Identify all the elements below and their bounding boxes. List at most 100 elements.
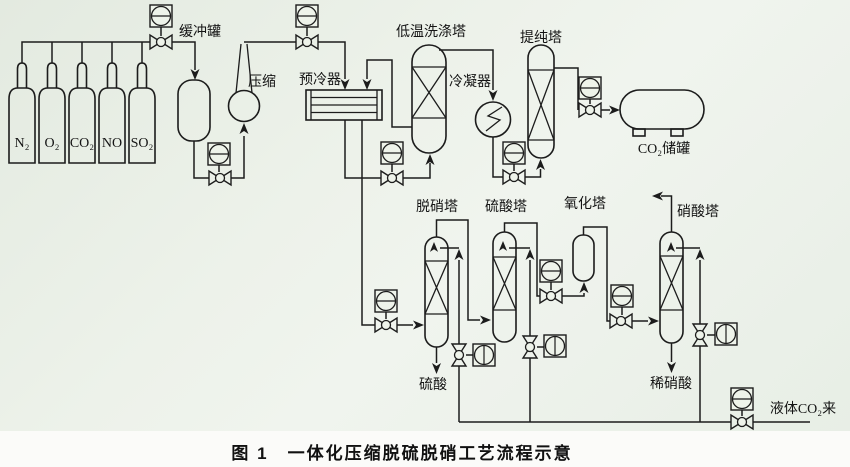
instrument-precooler-inlet bbox=[295, 4, 319, 28]
valve-co2-tank-feed bbox=[578, 102, 602, 118]
gas-cylinder-n2 bbox=[8, 62, 36, 164]
valve-manifold bbox=[149, 34, 173, 50]
pipe-purification-to-co2tank bbox=[554, 67, 610, 111]
valve-nitric-spray bbox=[692, 323, 708, 347]
pipe-condenser-to-purification bbox=[492, 137, 542, 178]
instrument-co2-tank-feed bbox=[578, 76, 602, 100]
oxidation-tower-label: 氧化塔 bbox=[564, 196, 606, 212]
pipe-washtower-return-to-precooler bbox=[366, 59, 412, 128]
arrow-into-denitration bbox=[413, 320, 424, 330]
arrow-into-oxidation bbox=[579, 282, 589, 293]
valve-denitration-feed bbox=[374, 317, 398, 333]
arrow-denitration-dome bbox=[429, 242, 439, 252]
arrow-nitric-spray-up bbox=[695, 249, 705, 260]
sulfuric-acid-tower-vessel bbox=[492, 231, 517, 343]
valve-washtower-feed bbox=[380, 170, 404, 186]
arrow-into-purification bbox=[536, 159, 545, 170]
arrow-into-precooler-2 bbox=[362, 79, 372, 90]
instrument-sulfuric-spray bbox=[543, 334, 567, 358]
arrow-into-compressor bbox=[239, 123, 249, 134]
valve-sulfuric-spray bbox=[522, 335, 538, 359]
buffer-tank-label: 缓冲罐 bbox=[179, 24, 221, 40]
sulfuric-acid-stream-label: 硫酸 bbox=[419, 377, 447, 393]
pipe-oxidation-to-nitric bbox=[582, 226, 648, 322]
figure-caption: 图 1 一体化压缩脱硫脱硝工艺流程示意 bbox=[231, 443, 572, 463]
purification-tower-vessel bbox=[527, 44, 555, 159]
pipe-cylinder-manifold bbox=[21, 41, 150, 63]
pipe-nitric-vent bbox=[661, 195, 673, 232]
sulfuric-tower-label: 硫酸塔 bbox=[485, 199, 527, 215]
valve-precooler-inlet bbox=[295, 34, 319, 50]
piping bbox=[21, 27, 810, 423]
washing-tower-vessel bbox=[411, 44, 447, 154]
gas-cylinder-o2 bbox=[38, 62, 66, 164]
cylinder-label-no: NO bbox=[102, 136, 122, 151]
vessels bbox=[8, 43, 705, 348]
instrument-manifold bbox=[149, 4, 173, 28]
precooler-label: 预冷器 bbox=[299, 72, 341, 88]
pipe-denitration-spray-circuit bbox=[440, 247, 473, 422]
valve-purification-feed bbox=[502, 169, 526, 185]
instrument-washtower-feed bbox=[380, 141, 404, 165]
instrument-purification-feed bbox=[502, 141, 526, 165]
valve-buffer-outlet bbox=[208, 170, 232, 186]
compressor-label: 压缩 bbox=[248, 74, 276, 90]
arrow-into-co2-tank bbox=[609, 105, 620, 115]
nitric-acid-tower-vessel bbox=[659, 231, 684, 344]
liquid-co2-inlet-label: 液体CO₂来 bbox=[770, 401, 836, 417]
cylinder-label-n2: N₂ bbox=[15, 136, 30, 151]
pipe-precooler-to-denitration bbox=[361, 120, 413, 326]
pipe-denitration-to-sulfuric bbox=[435, 219, 480, 321]
cylinder-label-co2: CO₂ bbox=[70, 136, 94, 151]
washing-tower-label: 低温洗涤塔 bbox=[396, 24, 466, 40]
cylinder-label-o2: O₂ bbox=[45, 136, 60, 151]
valves bbox=[149, 34, 754, 430]
instrument-denitration-spray bbox=[472, 343, 496, 367]
arrow-into-nitric bbox=[648, 316, 659, 326]
arrow-dilute-nitric-out bbox=[667, 362, 676, 373]
compressor-symbol bbox=[227, 43, 261, 123]
instrument-liquid-co2-inlet bbox=[730, 387, 754, 411]
valve-denitration-spray bbox=[451, 343, 467, 367]
valve-oxidation-feed bbox=[539, 288, 563, 304]
nitric-tower-label: 硝酸塔 bbox=[677, 204, 719, 220]
instrument-nitric-feed bbox=[610, 284, 634, 308]
caption-strip bbox=[0, 431, 850, 467]
gas-cylinder-so2 bbox=[128, 62, 156, 164]
arrow-sulfuric-dome bbox=[498, 241, 508, 251]
arrow-denitration-spray-up bbox=[454, 249, 464, 260]
pipe-sulfuric-to-oxidation bbox=[503, 222, 585, 297]
denitration-tower-vessel bbox=[424, 236, 449, 348]
arrow-into-buffer bbox=[190, 69, 200, 80]
arrow-into-condenser bbox=[488, 90, 498, 101]
precooler-exchanger bbox=[305, 89, 383, 121]
arrow-sulfuric-spray-up bbox=[525, 249, 535, 260]
pipe-nitric-spray-circuit bbox=[676, 247, 715, 422]
instrument-oxidation-feed bbox=[539, 259, 563, 283]
instrument-stems bbox=[160, 27, 743, 416]
labels: N₂ O₂ CO₂ NO SO₂ 缓冲罐 压缩 预冷器 低温洗涤塔 冷凝器 提纯… bbox=[15, 24, 837, 463]
valve-nitric-feed bbox=[609, 313, 633, 329]
instrument-nitric-spray bbox=[714, 322, 738, 346]
condenser-label: 冷凝器 bbox=[449, 74, 491, 90]
gas-cylinder-no bbox=[98, 62, 126, 164]
purification-tower-label: 提纯塔 bbox=[520, 30, 562, 46]
gas-cylinder-co2 bbox=[68, 62, 96, 164]
pipe-sulfuric-spray-circuit bbox=[509, 247, 544, 422]
pipe-buffer-to-compressor bbox=[193, 136, 245, 179]
dilute-nitric-stream-label: 稀硝酸 bbox=[650, 376, 692, 392]
pipe-washtower-to-condenser bbox=[439, 49, 494, 90]
instrument-denitration-feed bbox=[374, 289, 398, 313]
pipe-valve-to-precooler bbox=[318, 41, 346, 79]
pipe-manifold-to-buffer bbox=[172, 41, 196, 70]
instrument-buffer-outlet bbox=[207, 142, 231, 166]
buffer-tank-vessel bbox=[177, 79, 211, 142]
arrow-sulfuric-acid-out bbox=[432, 363, 441, 374]
pipe-precooler-to-washtower bbox=[344, 120, 431, 179]
oxidation-tower-vessel bbox=[572, 234, 595, 282]
arrow-into-sulfuric bbox=[480, 315, 491, 325]
co2-storage-tank-vessel bbox=[619, 89, 705, 137]
arrow-into-precooler-1 bbox=[340, 79, 350, 90]
valve-liquid-co2-inlet bbox=[730, 414, 754, 430]
